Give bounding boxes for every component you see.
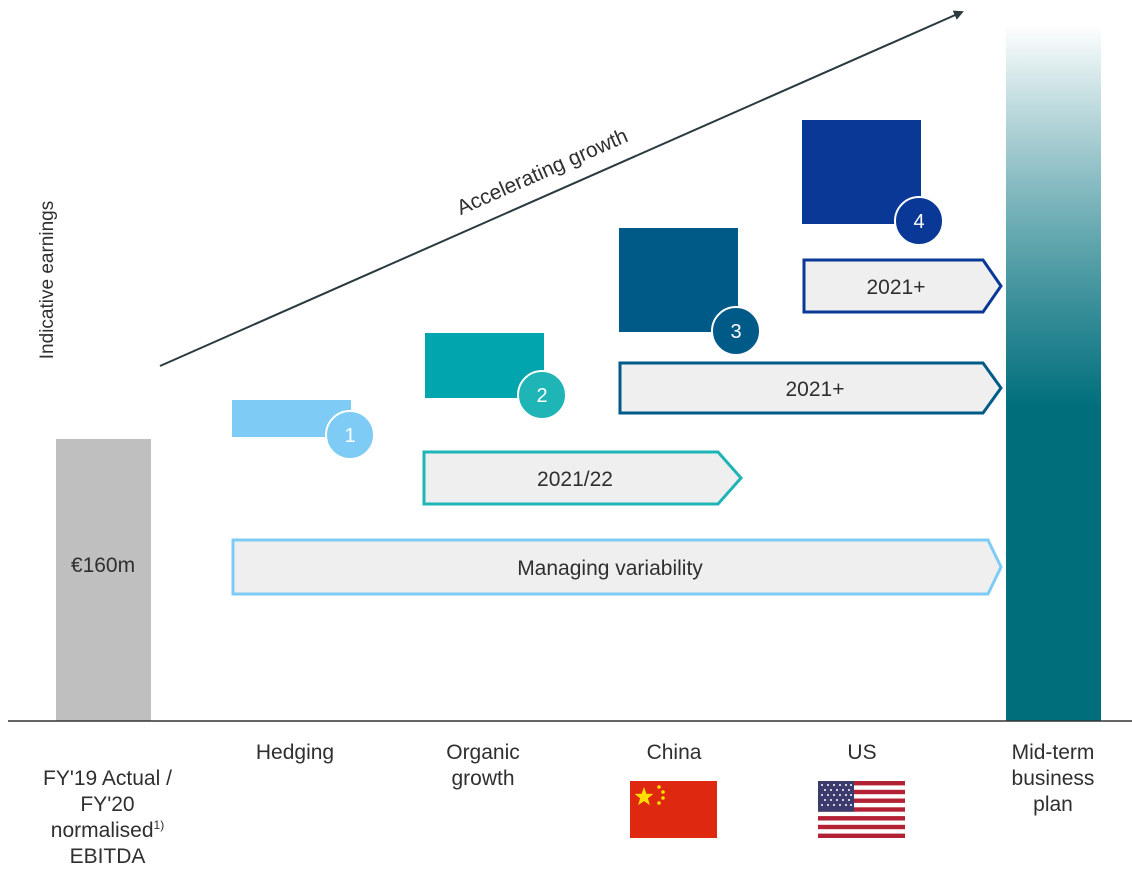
step-badge-3: 3 [711,306,761,356]
category-label-text: FY'19 Actual / FY'20 normalised [43,767,172,842]
flag-star-small [657,801,661,805]
midterm-bar [1006,25,1101,721]
step-badge-circle [325,410,375,460]
timeline-arrow-label: 2021/22 [537,468,613,491]
timeline-arrow-label: Managing variability [517,557,703,580]
step-badge-number: 1 [344,425,355,447]
timeline-arrow-us: 2021+ [802,258,1003,314]
category-label-us: US [847,741,877,764]
step-badge-number: 3 [730,321,741,343]
timeline-arrow-organic: 2021/22 [422,450,744,506]
category-label-china: China [646,741,702,764]
timeline-arrow-label: 2021+ [786,378,845,401]
timeline-arrow-china: 2021+ [618,361,1003,415]
step-badge-number: 2 [536,385,547,407]
flag-star-small [661,796,665,800]
step-badge-circle [894,196,944,246]
step-badge-number: 4 [913,211,924,233]
step-badge-1: 1 [325,410,375,460]
timeline-arrow-shape [618,361,1003,415]
base-value-label: €160m [71,554,135,577]
flag-star [634,787,654,806]
flag-star-small [661,790,665,794]
step-badge-2: 2 [517,370,567,420]
step-badge-circle [711,306,761,356]
y-axis-label: Indicative earnings [37,200,58,360]
timeline-arrow-label: 2021+ [867,276,926,299]
footnote-marker: 1) [153,818,165,832]
category-label-hedging: Hedging [255,741,335,764]
china-flag-icon [630,781,717,838]
flag-star-small [657,785,661,789]
category-label-organic: Organic growth [446,741,520,790]
base-bar [56,439,151,721]
timeline-arrow-managing: Managing variability [231,538,1003,596]
category-label-midterm: Mid-term business plan [1011,741,1095,816]
us-flag-icon [818,781,905,838]
trend-arrow [159,10,964,367]
step-badge-4: 4 [894,196,944,246]
timeline-arrow-shape [422,450,744,506]
trend-label: Accelerating growth [453,124,631,219]
step-badge-circle [517,370,567,420]
timeline-arrow-shape [802,258,1003,314]
timeline-arrow-shape [231,538,1003,596]
flag-canton [818,781,854,812]
category-label-base: FY'19 Actual / FY'20 normalised1)EBITDA [10,740,205,870]
